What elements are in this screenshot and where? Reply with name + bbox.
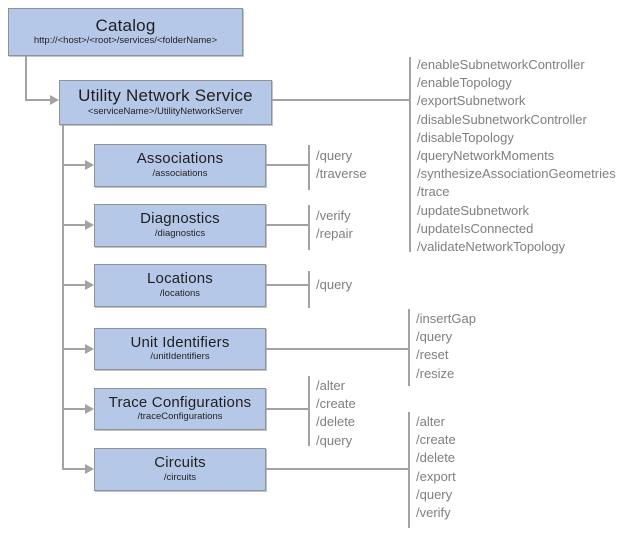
trace-configurations-subtitle: /traceConfigurations	[137, 411, 223, 423]
utility-network-service-node: Utility Network Service <serviceName>/Ut…	[59, 80, 272, 125]
branch-line-circuits	[62, 468, 85, 470]
operation-label: /disableTopology	[417, 129, 514, 145]
branch-line-diagnostics	[62, 224, 85, 226]
trace-configurations-operations-connector	[266, 408, 308, 410]
locations-operations-connector	[266, 284, 308, 286]
circuits-title: Circuits	[154, 454, 206, 472]
operation-label: /disableSubnetworkController	[417, 111, 587, 127]
locations-subtitle: /locations	[159, 287, 201, 299]
unit-identifiers-operations-connector	[266, 348, 408, 350]
catalog-node: Catalog http://<host>/<root>/services/<f…	[8, 8, 243, 56]
branch-line-unit-identifiers	[62, 348, 85, 350]
branch-line-locations	[62, 284, 85, 286]
diagnostics-node: Diagnostics /diagnostics	[94, 204, 266, 247]
locations-operations-list: /query	[316, 276, 352, 294]
catalog-subtitle: http://<host>/<root>/services/<folderNam…	[33, 35, 218, 47]
service-operations-tick	[409, 57, 411, 252]
associations-title: Associations	[136, 150, 224, 168]
branch-line-trace-configurations	[62, 408, 85, 410]
operation-label: /queryNetworkMoments	[417, 148, 555, 164]
operation-label: /enableSubnetworkController	[417, 57, 585, 72]
circuits-operations-connector	[266, 468, 408, 470]
arrow-right-icon	[85, 344, 94, 354]
associations-operations-list: /query/traverse	[316, 147, 367, 183]
operation-label: /updateSubnetwork	[417, 202, 530, 218]
locations-node: Locations /locations	[94, 264, 266, 307]
diagnostics-operations-list: /verify/repair	[316, 207, 353, 243]
operation-label: /query	[316, 277, 353, 292]
connector-catalog-horizontal	[25, 99, 50, 101]
connector-catalog-vertical	[25, 56, 27, 101]
associations-operations-tick	[308, 145, 310, 190]
service-children-trunk	[62, 125, 64, 470]
operation-label: /create	[316, 396, 356, 412]
arrow-right-icon	[85, 160, 94, 170]
operation-label: /delete	[416, 450, 456, 466]
associations-node: Associations /associations	[94, 144, 266, 187]
operation-label: /trace	[417, 184, 450, 200]
trace-configurations-operations-list: /alter/create/delete/query	[316, 377, 356, 450]
utility-network-service-subtitle: <serviceName>/UtilityNetworkServer	[87, 105, 244, 117]
arrow-right-icon	[85, 464, 94, 474]
operation-label: /query	[316, 432, 353, 448]
operation-label: /enableTopology	[417, 75, 512, 91]
unit-identifiers-subtitle: /unitIdentifiers	[150, 351, 210, 363]
operation-label: /reset	[416, 347, 449, 363]
operation-label: /verify	[416, 505, 451, 521]
diagnostics-subtitle: /diagnostics	[154, 227, 206, 239]
circuits-node: Circuits /circuits	[94, 448, 266, 491]
operation-label: /traverse	[316, 166, 367, 182]
operation-label: /updateIsConnected	[417, 220, 534, 236]
unit-identifiers-operations-tick	[408, 309, 410, 386]
circuits-operations-tick	[408, 412, 410, 528]
operation-label: /resize	[416, 365, 455, 381]
operation-label: /exportSubnetwork	[417, 93, 526, 109]
arrow-right-icon	[85, 404, 94, 414]
diagnostics-title: Diagnostics	[140, 210, 220, 228]
associations-subtitle: /associations	[152, 167, 208, 179]
associations-operations-connector	[266, 164, 308, 166]
locations-operations-tick	[308, 271, 310, 308]
branch-line-associations	[62, 164, 85, 166]
unit-identifiers-node: Unit Identifiers /unitIdentifiers	[94, 328, 266, 370]
unit-identifiers-operations-list: /insertGap/query/reset/resize	[416, 310, 476, 383]
service-operations-connector	[272, 99, 409, 101]
circuits-subtitle: /circuits	[163, 471, 197, 483]
operation-label: /repair	[316, 226, 353, 242]
operation-label: /alter	[316, 378, 345, 393]
service-operations-list: /enableSubnetworkController/enableTopolo…	[417, 56, 616, 256]
unit-identifiers-title: Unit Identifiers	[130, 333, 230, 351]
operation-label: /delete	[316, 414, 356, 430]
arrow-right-icon	[50, 95, 59, 105]
diagnostics-operations-connector	[266, 224, 308, 226]
arrow-right-icon	[85, 280, 94, 290]
catalog-title: Catalog	[95, 15, 156, 35]
operation-label: /query	[416, 329, 453, 345]
locations-title: Locations	[146, 270, 213, 288]
arrow-right-icon	[85, 220, 94, 230]
operation-label: /query	[416, 486, 453, 502]
operation-label: /alter	[416, 414, 445, 429]
operation-label: /insertGap	[416, 311, 476, 326]
trace-configurations-title: Trace Configurations	[108, 393, 252, 411]
trace-configurations-operations-tick	[308, 376, 310, 446]
operation-label: /verify	[316, 208, 351, 223]
operation-label: /validateNetworkTopology	[417, 239, 566, 255]
operation-label: /query	[316, 148, 353, 163]
circuits-operations-list: /alter/create/delete/export/query/verify	[416, 413, 456, 522]
operation-label: /synthesizeAssociationGeometries	[417, 166, 616, 182]
operation-label: /create	[416, 432, 456, 448]
trace-configurations-node: Trace Configurations /traceConfiguration…	[94, 388, 266, 430]
diagnostics-operations-tick	[308, 205, 310, 250]
operation-label: /export	[416, 468, 456, 484]
utility-network-service-title: Utility Network Service	[78, 86, 253, 106]
